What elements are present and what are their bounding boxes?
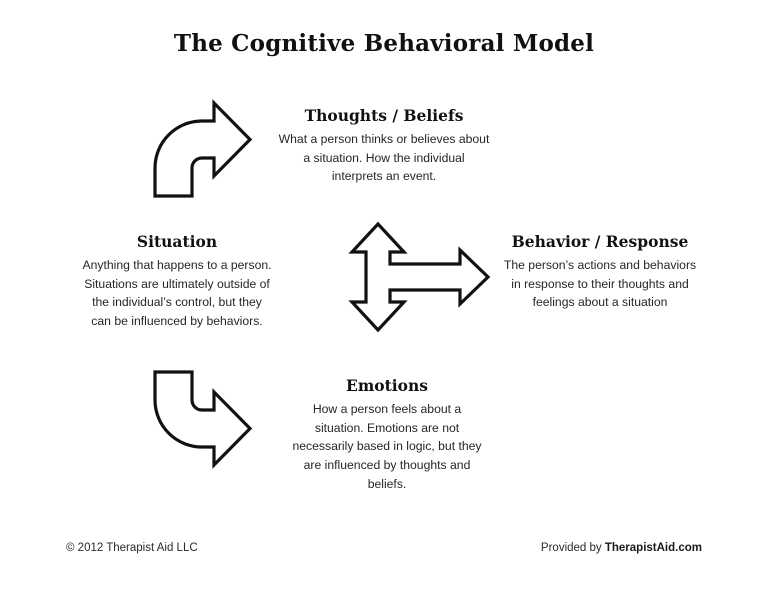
node-behavior-response: Behavior / Response The person’s actions… [502,232,698,312]
footer-provided-by-brand: TherapistAid.com [604,542,702,554]
node-thoughts-beliefs: Thoughts / Beliefs What a person thinks … [278,106,490,186]
node-situation-body: Anything that happens to a person. Situa… [82,258,272,329]
node-emotions-heading: Emotions [346,376,428,395]
curved-arrow-up-right-icon [153,99,253,198]
footer-provided-by-prefix: Provided by [540,542,605,554]
curved-arrow-down-right-icon [153,370,253,469]
three-way-arrow-up-down-right-icon [348,221,491,333]
footer-copyright: © 2012 Therapist Aid LLC [66,542,198,554]
node-situation: Situation Anything that happens to a per… [82,232,272,331]
node-thoughts-beliefs-heading: Thoughts / Beliefs [304,106,464,125]
node-behavior-response-heading: Behavior / Response [511,232,689,251]
footer-provided-by: Provided by TherapistAid.com [541,542,702,554]
node-behavior-response-body: The person’s actions and behaviors in re… [503,258,697,310]
node-thoughts-beliefs-body: What a person thinks or believes about a… [278,132,490,184]
node-emotions: Emotions How a person feels about a situ… [288,376,486,493]
node-emotions-body: How a person feels about a situation. Em… [292,402,482,491]
page-title: The Cognitive Behavioral Model [173,30,595,57]
node-situation-heading: Situation [136,232,218,251]
